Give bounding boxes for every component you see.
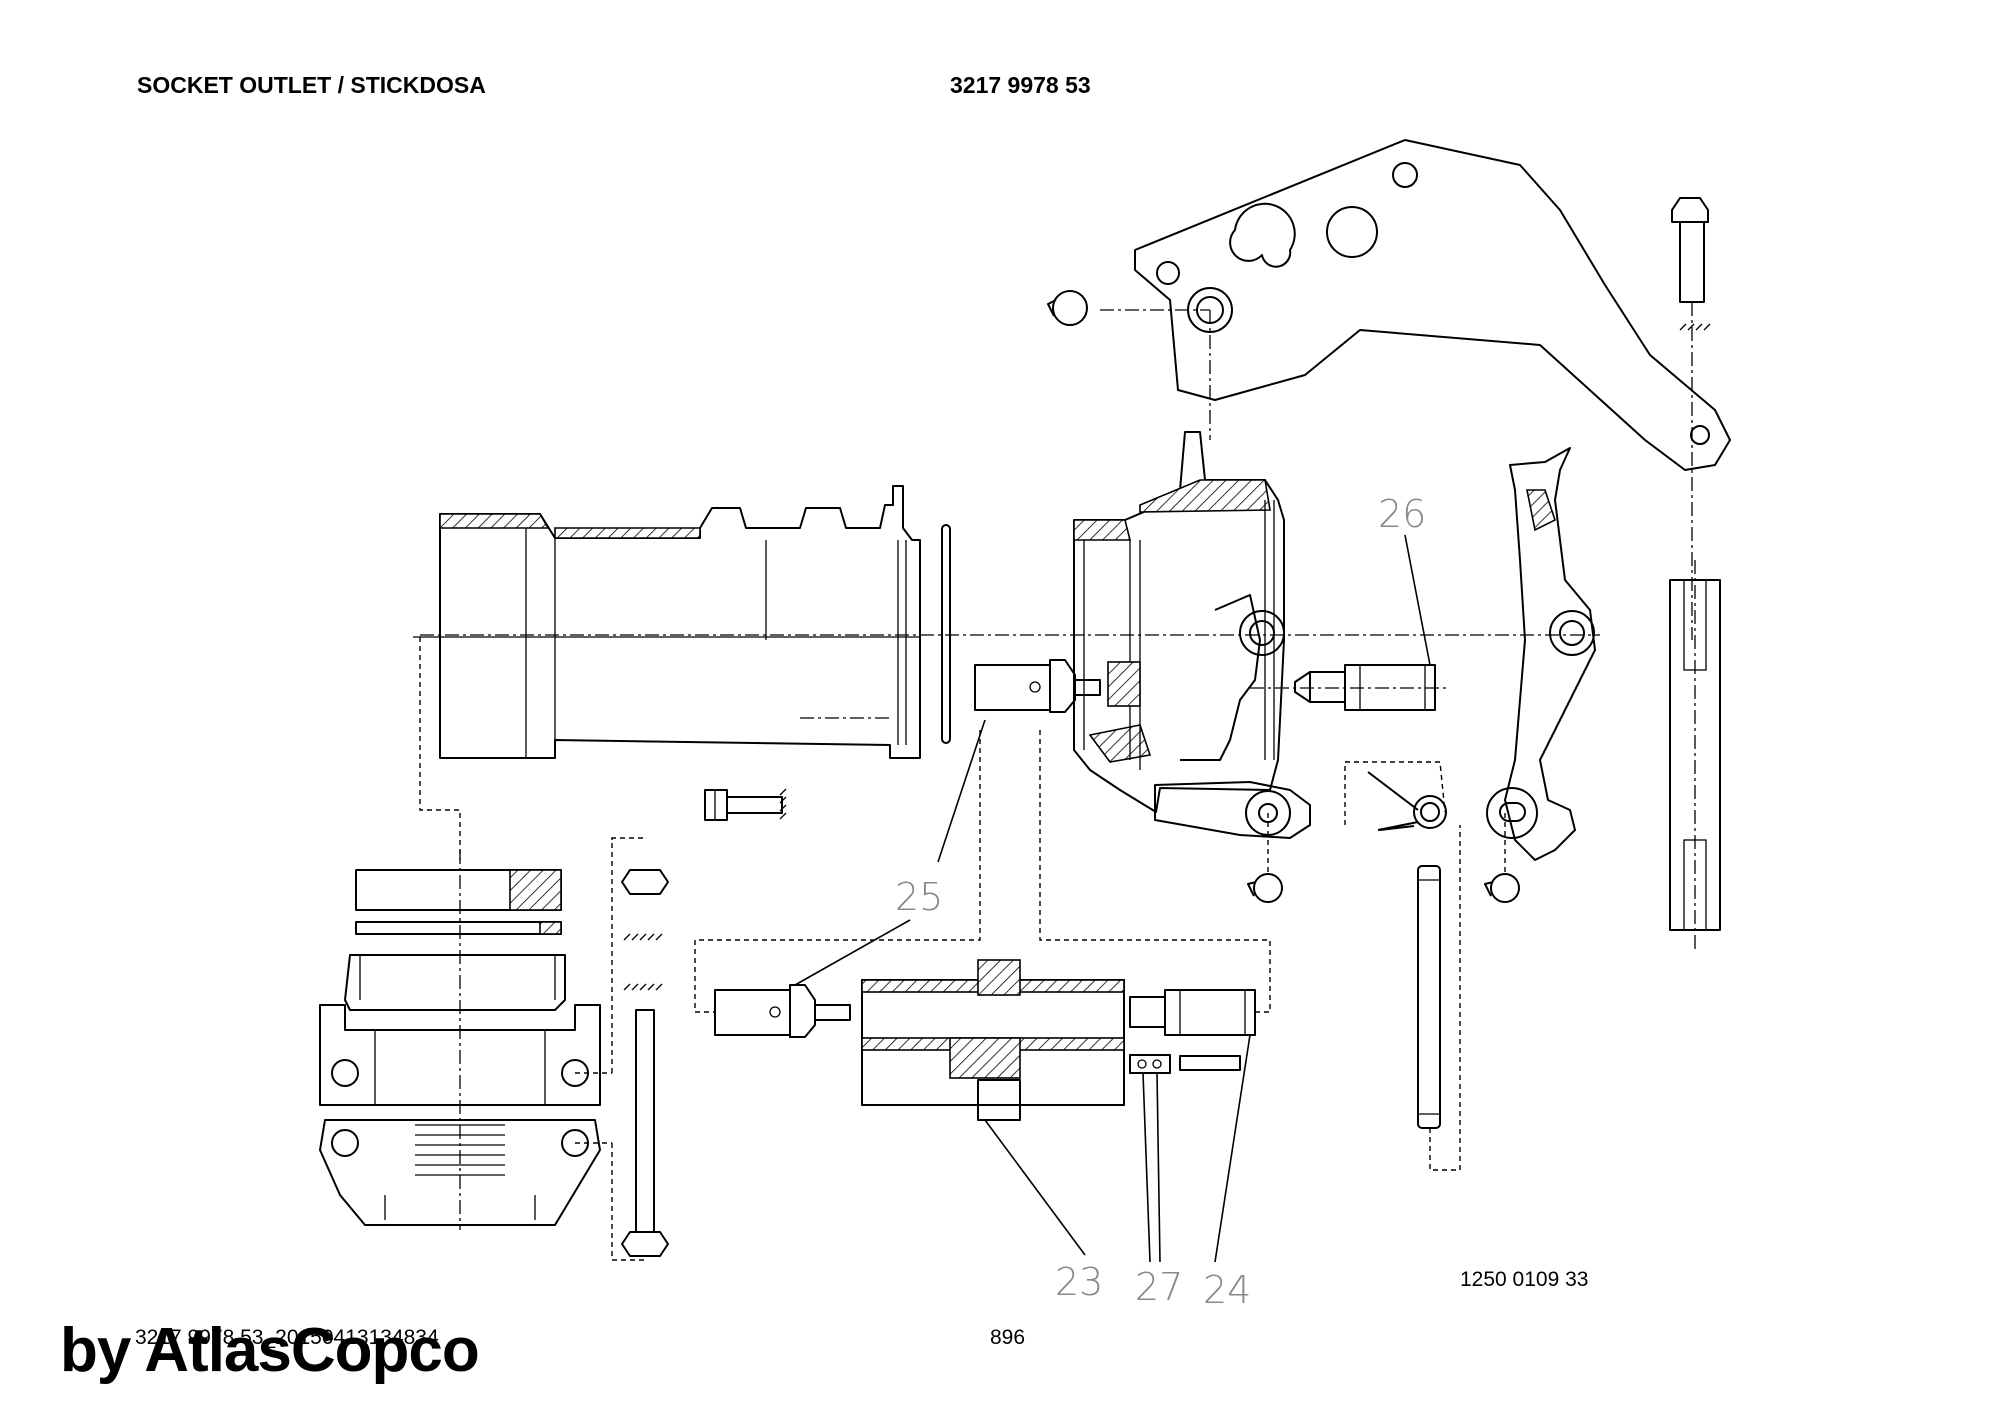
callout-24: 24 <box>1203 1034 1251 1312</box>
drawing-number: 1250 0109 33 <box>1460 1268 1589 1291</box>
hinge-pin <box>1417 825 1461 1171</box>
callout-27-label: 27 <box>1135 1265 1183 1309</box>
circlip-lower-left <box>1247 813 1283 903</box>
long-screw <box>575 837 669 1261</box>
socket-sleeve <box>413 485 921 759</box>
torsion-spring <box>1344 761 1447 831</box>
socket-housing <box>1073 431 1311 839</box>
contact-pin-24 <box>1129 989 1256 1036</box>
small-hex-bolt <box>704 788 787 821</box>
contact-pin-26-lower <box>714 984 851 1038</box>
callout-24-label: 24 <box>1203 1268 1251 1312</box>
plug-housing <box>319 637 601 1230</box>
callout-23: 23 <box>984 1119 1103 1304</box>
callout-27: 27 <box>1135 1072 1183 1309</box>
atlas-copco-watermark: by AtlasCopco <box>60 1316 480 1385</box>
contact-pin-26-upper <box>974 659 1141 713</box>
hex-bolt-vertical <box>1671 197 1711 640</box>
cover-plate <box>1100 139 1731 471</box>
spacer-tube <box>1669 560 1721 950</box>
cable-gland-nut <box>355 869 562 935</box>
callout-25: 26 <box>1378 492 1431 666</box>
contact-sleeve-23 <box>861 959 1125 1121</box>
drawing-title: SOCKET OUTLET / STICKDOSA <box>137 72 486 98</box>
callout-23-label: 23 <box>1055 1260 1103 1304</box>
callout-26-label: 25 <box>895 875 943 919</box>
page-number: 896 <box>990 1326 1026 1349</box>
contact-pin-25 <box>1250 664 1450 711</box>
callout-26: 25 <box>794 719 986 986</box>
part-number: 3217 9978 53 <box>950 72 1091 98</box>
lock-pawl <box>1486 447 1596 861</box>
circlip-lower-right <box>1484 813 1520 903</box>
document-id: 3217 9978 53_20150413134834 <box>135 1326 439 1349</box>
retaining-ring <box>941 524 951 744</box>
circlip-top <box>1047 290 1088 326</box>
callout-25-label: 26 <box>1378 492 1426 536</box>
shim-27 <box>1129 1054 1241 1074</box>
